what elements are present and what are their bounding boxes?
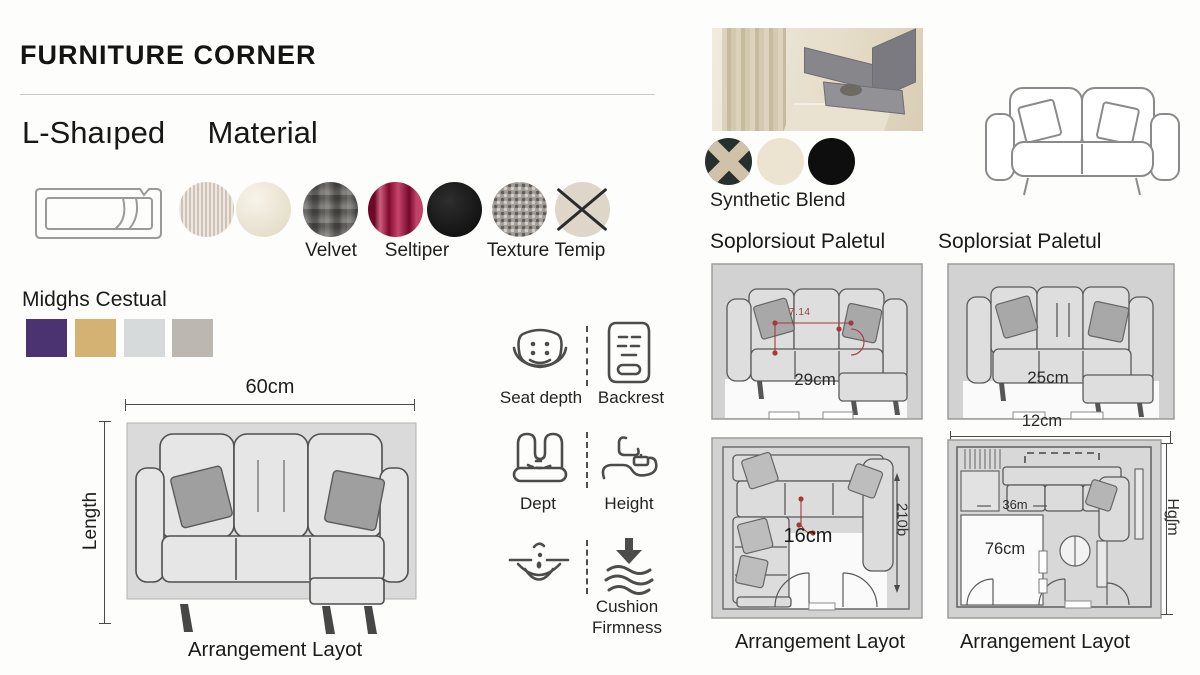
page-title: FURNITURE CORNER bbox=[20, 40, 317, 70]
label-dept: Dept bbox=[520, 494, 556, 513]
label-seltiper: Seltiper bbox=[384, 240, 450, 261]
plan2-dimension: 25cm bbox=[1027, 368, 1069, 387]
plan4-inner-dimension: 36m bbox=[1002, 497, 1028, 512]
seat-frame-icon bbox=[512, 432, 568, 483]
swatch-black bbox=[427, 182, 482, 237]
blend-swatch-pattern bbox=[705, 138, 752, 185]
blend-swatch-cream bbox=[757, 138, 804, 185]
materials-heading: L-Shaıped Material bbox=[22, 115, 318, 151]
swatch-crossed-beige bbox=[555, 182, 610, 237]
label-firmness: Firmness bbox=[592, 618, 662, 637]
label-temip: Temip bbox=[554, 240, 606, 261]
label-velvet: Velvet bbox=[305, 240, 357, 261]
chaise-profile-icon bbox=[601, 436, 658, 480]
width-dimension-label: 60cm bbox=[245, 376, 295, 398]
label-cushion-firmness: Cushion Firmness bbox=[572, 596, 682, 638]
plan-caption-right: Arrangement Layot bbox=[959, 631, 1131, 653]
sofa-outline-icon bbox=[35, 188, 162, 239]
palette-heading: Midghs Cestual bbox=[22, 288, 167, 311]
palette-purple bbox=[26, 319, 67, 357]
spec-separator bbox=[586, 326, 588, 386]
materials-heading-shape: L-Shaıped bbox=[22, 115, 166, 150]
plan4-width-dimension: 12cm bbox=[1021, 412, 1063, 430]
blend-pattern-center bbox=[722, 155, 735, 168]
floorplan-2 bbox=[947, 263, 1175, 420]
plan3-side-dimension: 210b bbox=[893, 502, 911, 537]
materials-heading-material: Material bbox=[207, 115, 318, 150]
plans-heading-right: Soplorsiat Paletul bbox=[938, 230, 1102, 253]
palette-row bbox=[0, 319, 260, 359]
plan1-red-note: 7.14 bbox=[789, 307, 811, 318]
floorplan-1 bbox=[711, 263, 923, 420]
cushion-sag-icon bbox=[508, 542, 570, 581]
blend-swatch-black bbox=[808, 138, 855, 185]
swatch-knit-gray bbox=[492, 182, 547, 237]
plan1-dimension: 29cm bbox=[794, 370, 836, 389]
loveseat-line-icon bbox=[985, 87, 1180, 196]
sofa-front-diagram bbox=[126, 422, 417, 634]
floorplan-3 bbox=[711, 437, 923, 619]
swatch-plaid-gray bbox=[303, 182, 358, 237]
palette-light-gray bbox=[124, 319, 165, 357]
plan4-room-dimension: 76cm bbox=[984, 540, 1026, 558]
plan3-dimension: 16cm bbox=[783, 525, 833, 547]
label-cushion: Cushion bbox=[595, 597, 659, 616]
width-dimension-line bbox=[125, 399, 415, 411]
plan4-side-dimension: Hgʃm bbox=[1164, 498, 1181, 536]
spec-separator bbox=[586, 540, 588, 594]
label-texture: Texture bbox=[486, 240, 550, 261]
coffee-table bbox=[840, 84, 862, 96]
backrest-icon bbox=[607, 321, 651, 384]
room-photo bbox=[712, 28, 923, 131]
curtain-texture bbox=[722, 28, 786, 131]
label-height: Height bbox=[604, 494, 654, 513]
material-swatch-row bbox=[0, 182, 640, 238]
seat-cushion-icon bbox=[512, 328, 568, 369]
swatch-crimson-satin bbox=[368, 182, 423, 237]
swatch-ribbed-beige bbox=[179, 182, 234, 237]
length-dimension-line bbox=[99, 421, 111, 624]
swatch-cream bbox=[236, 182, 291, 237]
palette-tan bbox=[75, 319, 116, 357]
palette-gray-beige bbox=[172, 319, 213, 357]
plan4-height-dimension-line bbox=[1161, 443, 1173, 615]
length-dimension-label: Length bbox=[80, 491, 101, 551]
spec-separator bbox=[586, 432, 588, 488]
header-divider bbox=[20, 94, 655, 95]
plan-caption-left: Arrangement Layot bbox=[734, 631, 906, 653]
plan4-width-dimension-line bbox=[950, 431, 1171, 443]
label-backrest: Backrest bbox=[597, 388, 665, 407]
compress-arrow-icon bbox=[604, 538, 654, 595]
blend-swatch-row bbox=[0, 138, 900, 186]
blend-label: Synthetic Blend bbox=[710, 189, 846, 211]
plans-heading-left: Soplorsiout Paletul bbox=[710, 230, 886, 253]
label-seat-depth: Seat depth bbox=[499, 388, 583, 407]
floorplan-4 bbox=[947, 439, 1162, 619]
diagram-caption: Arrangement Layot bbox=[187, 638, 363, 661]
